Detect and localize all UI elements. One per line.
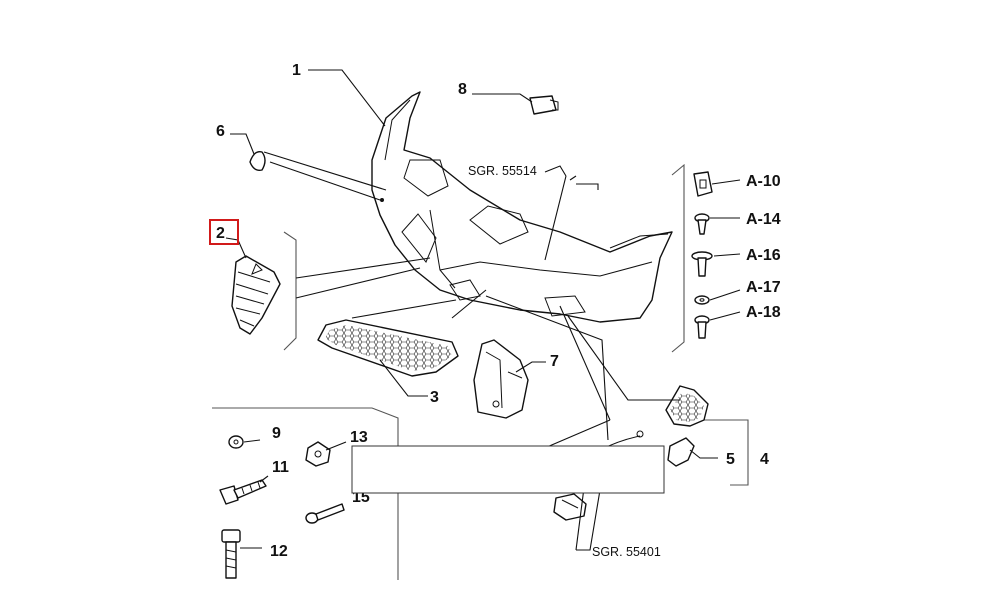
part-label-a17: A-17 <box>746 279 781 296</box>
fastener-a16 <box>691 251 713 277</box>
grille-group-bracket <box>283 231 297 351</box>
bolt-part-12 <box>221 529 241 579</box>
part-label-7: 7 <box>550 353 559 370</box>
fastener-a18 <box>694 315 710 339</box>
lower-grille-mesh <box>317 319 459 377</box>
part-label-5: 5 <box>726 451 735 468</box>
screw-part-15 <box>305 503 345 524</box>
part-label-a14: A-14 <box>746 211 781 228</box>
reference-label-sgr-55514: SGR. 55514 <box>468 164 537 178</box>
part-label-6: 6 <box>216 123 225 140</box>
part-label-4: 4 <box>760 451 769 468</box>
small-hardware-bracket <box>212 407 399 580</box>
side-grille-part <box>231 255 281 335</box>
part-label-a10: A-10 <box>746 173 781 190</box>
part-label-1: 1 <box>292 62 301 79</box>
reference-label-sgr-55401: SGR. 55401 <box>592 545 661 559</box>
clip-part-6 <box>249 151 266 172</box>
fastener-a17 <box>694 295 710 305</box>
nut-part-13 <box>305 441 331 467</box>
fasteners-group-bracket <box>671 163 685 353</box>
part-label-8: 8 <box>458 81 467 98</box>
fastener-a14 <box>694 213 710 235</box>
redaction-box <box>351 445 665 494</box>
plug-part-8 <box>529 95 559 115</box>
part-label-2: 2 <box>216 225 225 242</box>
part-label-13: 13 <box>350 429 368 446</box>
part-label-11: 11 <box>272 459 289 476</box>
part-label-3: 3 <box>430 389 439 406</box>
fog-lamp-grille <box>665 385 709 467</box>
leader-lines <box>225 69 741 551</box>
highlight-box <box>209 219 239 245</box>
front-bumper <box>371 91 673 323</box>
screw-part-11 <box>219 479 267 505</box>
fastener-a10 <box>693 171 713 197</box>
washer-part-9 <box>228 435 244 449</box>
part-label-12: 12 <box>270 543 288 560</box>
part-label-9: 9 <box>272 425 281 442</box>
fog-lamp-group-bracket <box>700 419 749 486</box>
bumper-side-bracket <box>473 339 529 419</box>
part-label-a16: A-16 <box>746 247 781 264</box>
part-label-a18: A-18 <box>746 304 781 321</box>
